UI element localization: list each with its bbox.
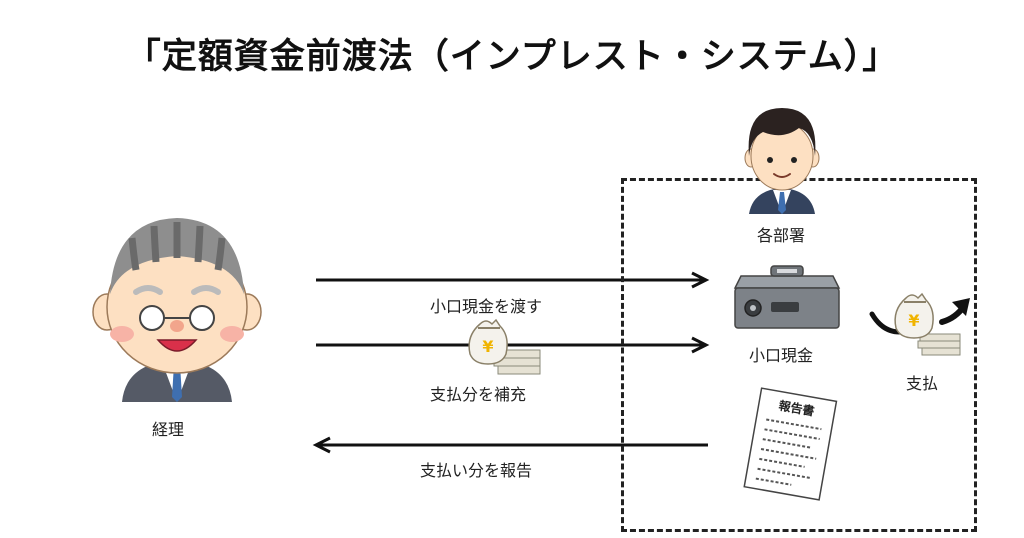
petty-cash-label: 小口現金	[749, 346, 814, 365]
yen-symbol: ¥	[482, 337, 493, 356]
payment-yen-symbol: ¥	[908, 311, 919, 330]
diagram-title: 「定額資金前渡法（インプレスト・システム）」	[125, 37, 899, 77]
payment-label: 支払	[906, 374, 939, 393]
department-person-illustration	[743, 106, 821, 214]
arrow-label-hand-over: 小口現金を渡す	[430, 297, 543, 316]
accounting-label: 経理	[152, 420, 185, 439]
cash-box-illustration	[731, 258, 843, 330]
arrow-label-replenish: 支払分を補充	[430, 385, 527, 404]
arrow-hand-over-petty-cash	[316, 271, 710, 292]
department-label: 各部署	[757, 226, 806, 245]
report-heading: 報告書	[778, 398, 816, 419]
payment-illustration: ¥	[866, 288, 978, 364]
report-document-illustration: 報告書	[738, 387, 842, 502]
arrow-replenish-payments	[316, 336, 710, 357]
arrow-label-report: 支払い分を報告	[420, 461, 533, 480]
accounting-person-illustration	[92, 212, 262, 402]
arrow-report-payments	[312, 436, 710, 457]
money-bag-with-cash-icon: ¥	[466, 316, 542, 376]
